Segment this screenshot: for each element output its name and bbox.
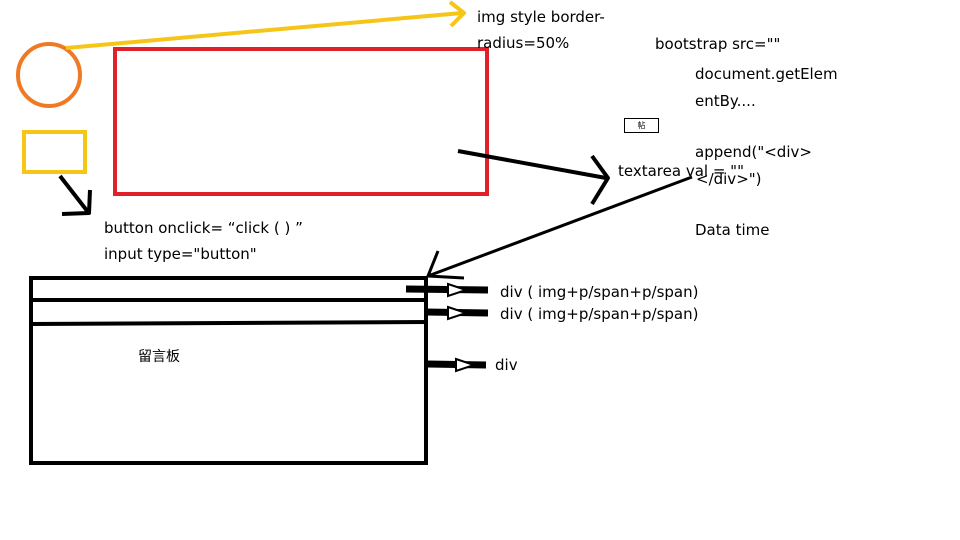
- black-arrow-textarea-head: [590, 154, 610, 206]
- img-style-label-line2: radius=50%: [477, 34, 570, 52]
- div-plain-label: div: [495, 356, 518, 374]
- bootstrap-label: bootstrap src="": [655, 35, 781, 53]
- textarea-sketch-rect: [113, 47, 489, 196]
- black-arrow-textarea: [457, 149, 607, 180]
- button-sketch-rect: [22, 130, 87, 174]
- row-arrow-2-head: [447, 305, 470, 321]
- black-arrow-to-board: [427, 175, 693, 278]
- tiny-box: 帖: [624, 118, 659, 133]
- input-button-label: input type="button": [104, 245, 257, 263]
- board-label: 留言板: [138, 349, 180, 365]
- board-row-line-2: [30, 320, 429, 326]
- row-arrow-1-head: [447, 282, 470, 298]
- row-arrow-3-head: [455, 357, 478, 373]
- append-label-line1: append("<div>: [695, 143, 812, 161]
- yellow-arrow-head: [448, 0, 466, 28]
- div-row1-label: div ( img+p/span+p/span): [500, 283, 699, 301]
- yellow-arrow-line: [65, 11, 463, 50]
- append-label-line2: </div>"): [696, 170, 762, 188]
- button-onclick-label: button onclick= “click ( ) ”: [104, 219, 303, 237]
- textarea-label: textarea val = "": [618, 162, 744, 180]
- black-arrow-button: [58, 174, 90, 214]
- message-board-rect: [29, 276, 428, 465]
- avatar-circle: [16, 42, 82, 108]
- data-time-label: Data time: [695, 221, 770, 239]
- getelem-label-line2: entBy....: [695, 92, 756, 110]
- div-row2-label: div ( img+p/span+p/span): [500, 305, 699, 323]
- img-style-label-line1: img style border-: [477, 8, 605, 26]
- getelem-label-line1: document.getElem: [695, 65, 838, 83]
- black-arrow-button-head: [61, 189, 92, 216]
